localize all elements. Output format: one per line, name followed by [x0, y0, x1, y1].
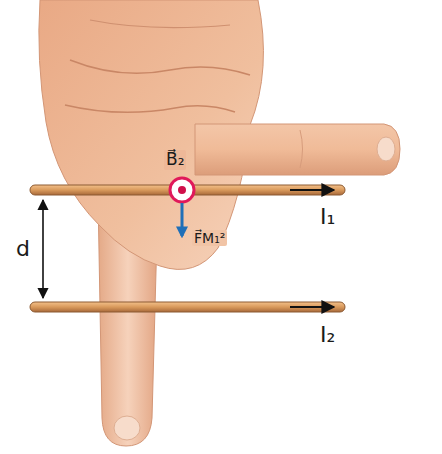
current-label: I₁	[318, 204, 337, 229]
field-label: B⃗₂	[164, 150, 186, 170]
current-label: I₂	[318, 322, 337, 347]
distance-label: d	[14, 236, 32, 261]
force-label: F⃗M₁²	[192, 230, 227, 246]
